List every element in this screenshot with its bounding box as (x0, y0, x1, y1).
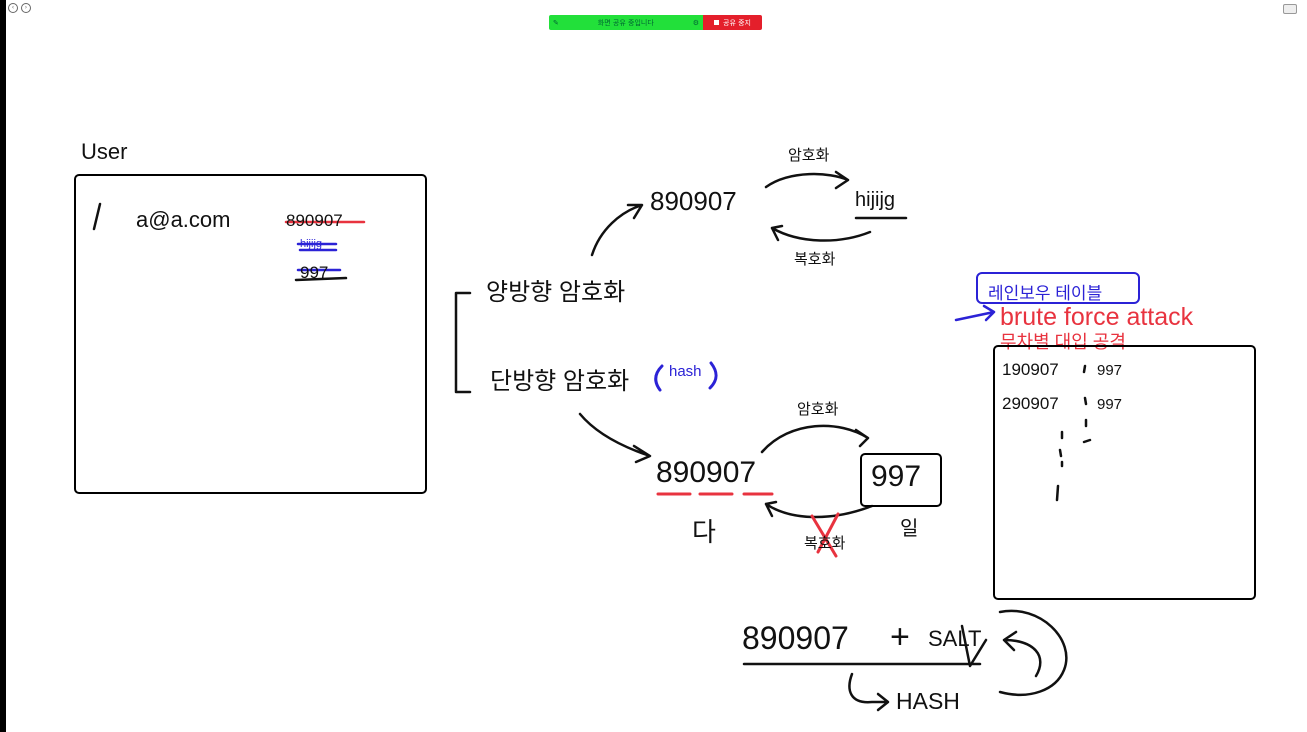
two-way-encrypt-label: 암호화 (788, 147, 830, 164)
attack-dot-2 (1083, 396, 1088, 406)
salt-pointer (960, 624, 988, 668)
bracket (454, 291, 472, 394)
window-restore-icon[interactable] (1283, 4, 1297, 14)
two-way-decrypt-label: 복호화 (794, 251, 836, 268)
arrow-to-two-way (590, 203, 644, 257)
share-icon: ✎ (553, 18, 559, 27)
share-status: ✎ 화면 공유 중입니다 ⚙ (549, 15, 703, 30)
window-controls: ‹ › (8, 3, 31, 13)
share-status-text: 화면 공유 중입니다 (597, 18, 654, 27)
hash-paren-open (654, 364, 664, 392)
salt-loop (998, 609, 1068, 697)
one-way-label: 단방향 암호화 (490, 368, 630, 395)
window-forward-icon[interactable]: › (21, 3, 31, 13)
one-way-plain: 890907 (656, 456, 757, 489)
user-pw-hash: 997 (300, 263, 329, 282)
row-index-stroke (92, 202, 102, 231)
strike-hash (294, 276, 348, 282)
many-label: 다 (692, 517, 716, 547)
hash-label: HASH (896, 688, 960, 714)
attack-row-1-hash: 997 (1097, 362, 1123, 379)
one-label: 일 (900, 518, 919, 540)
rainbow-table-label: 레인보우 테이블 (988, 284, 1103, 303)
decrypt-cross-1 (810, 514, 838, 558)
salt-plain: 890907 (742, 620, 849, 656)
attack-row-1-plain: 190907 (1002, 360, 1059, 379)
hash-paren-close (708, 361, 718, 390)
hash-note: hash (669, 363, 702, 380)
one-way-hash-value: 997 (871, 460, 922, 493)
two-way-encrypt-arrow (764, 170, 850, 190)
one-way-encrypt-arrow (760, 424, 870, 454)
attack-table-box (993, 345, 1256, 600)
two-way-plain: 890907 (650, 186, 737, 216)
brute-force-label: brute force attack (1000, 303, 1194, 331)
stop-icon (714, 20, 719, 25)
user-pw-encrypted: hijijg (300, 238, 323, 250)
salt-label: SALT (928, 626, 982, 651)
user-table-box (74, 174, 427, 494)
user-pw-plain: 890907 (286, 211, 343, 230)
rainbow-arrow (954, 304, 996, 322)
hash-value-box (860, 453, 942, 507)
user-box-title: User (81, 139, 128, 164)
rainbow-table-box (976, 272, 1140, 304)
one-way-encrypt-label: 암호화 (797, 401, 839, 418)
salt-inner-arrow (1002, 630, 1042, 678)
decrypt-cross-2 (816, 512, 840, 554)
attack-row-2-hash: 997 (1097, 396, 1123, 413)
one-way-decrypt-label: 복호화 (804, 535, 846, 552)
share-options-icon[interactable]: ⚙ (692, 18, 699, 27)
stop-share-label: 공유 중지 (723, 18, 751, 27)
attack-dot-1 (1082, 364, 1087, 374)
salt-plus: + (890, 618, 910, 656)
arrow-to-one-way (578, 412, 652, 464)
attack-row-2-plain: 290907 (1002, 394, 1059, 413)
brute-force-korean-label: 무차별 대입 공격 (1000, 332, 1126, 352)
two-way-label: 양방향 암호화 (486, 279, 626, 306)
user-email: a@a.com (136, 207, 231, 232)
two-way-decrypt-arrow (770, 224, 872, 242)
window-left-edge (0, 0, 6, 732)
stop-share-button[interactable]: 공유 중지 (703, 15, 762, 30)
one-way-decrypt-arrow (764, 500, 874, 519)
window-back-icon[interactable]: ‹ (8, 3, 18, 13)
two-way-cipher: hijijg (855, 189, 896, 211)
attack-ellipsis (1055, 418, 1092, 502)
screen-share-bar: ✎ 화면 공유 중입니다 ⚙ 공유 중지 (549, 15, 762, 30)
hash-arrow (848, 672, 890, 712)
